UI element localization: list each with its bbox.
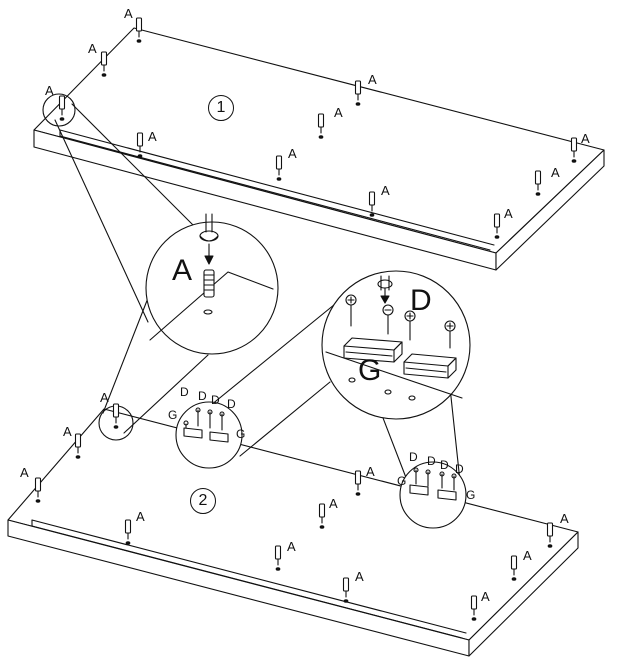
dowel-label: A: [288, 146, 297, 161]
dowel-icon: [354, 470, 362, 496]
dowel-icon: [58, 95, 66, 121]
catch-label: G: [168, 408, 178, 422]
dowel-label: A: [124, 6, 133, 21]
dowel-icon: [124, 519, 132, 545]
step-1-marker: 1: [208, 95, 234, 121]
dowel-label: A: [100, 390, 109, 405]
dowel-markers: [34, 17, 578, 621]
dowel-icon: [275, 155, 283, 181]
catch-label: G: [397, 474, 407, 488]
hardware-right: [399, 461, 467, 529]
dowel-icon: [100, 51, 108, 77]
hardware-left: [175, 401, 243, 469]
dowel-label: A: [148, 129, 157, 144]
panel-1: [33, 27, 605, 271]
dowel-icon: [534, 170, 542, 196]
screw-label: D: [180, 385, 189, 399]
dowel-icon: [493, 213, 501, 239]
dowel-icon: [342, 577, 350, 603]
dowel-icon: [318, 503, 326, 529]
dowel-label: A: [523, 548, 532, 563]
dowel-icon: [112, 403, 120, 429]
zoom-catch: [321, 270, 471, 420]
dowel-label: A: [355, 569, 364, 584]
dowel-label: A: [45, 83, 54, 98]
dowel-label: A: [136, 509, 145, 524]
dowel-label: A: [20, 465, 29, 480]
zoom-label-dowel: A: [172, 254, 193, 287]
dowel-icon: [510, 555, 518, 581]
dowel-label: A: [560, 511, 569, 526]
dowel-label: A: [329, 496, 338, 511]
dowel-icon: [354, 80, 362, 106]
dowel-label: A: [334, 105, 343, 120]
screw-label: D: [198, 389, 207, 403]
dowel-label: A: [381, 183, 390, 198]
dowel-icon: [570, 137, 578, 163]
dowel-icon: [74, 433, 82, 459]
dowel-label: A: [581, 131, 590, 146]
zoom-label-catch: G: [358, 354, 382, 387]
panel-2: [7, 408, 579, 657]
dowel-label: A: [88, 41, 97, 56]
dowel-label: A: [481, 589, 490, 604]
dowel-label: A: [63, 424, 72, 439]
dowel-label: A: [504, 206, 513, 221]
dowel-label: A: [287, 539, 296, 554]
dowel-icon: [34, 477, 42, 503]
step-2-marker: 2: [190, 488, 216, 514]
zoom-label-screw: D: [410, 284, 432, 317]
dowel-label: A: [551, 165, 560, 180]
dowel-icon: [470, 595, 478, 621]
dowel-label: A: [366, 464, 375, 479]
catch-label: G: [466, 488, 476, 502]
catch-label: G: [236, 427, 246, 441]
screw-label: D: [409, 450, 418, 464]
dowel-icon: [274, 545, 282, 571]
screw-label: D: [455, 462, 464, 476]
screw-label: D: [227, 397, 236, 411]
dowel-icon: [546, 522, 554, 548]
dowel-icon: [136, 132, 144, 158]
screw-label: D: [211, 393, 220, 407]
zoom-dowel: [145, 213, 279, 355]
screw-label: D: [427, 454, 436, 468]
dowel-icon: [368, 191, 376, 217]
dowel-icon: [135, 17, 143, 43]
screw-label: D: [440, 458, 449, 472]
dowel-label: A: [368, 72, 377, 87]
dowel-icon: [317, 113, 325, 139]
